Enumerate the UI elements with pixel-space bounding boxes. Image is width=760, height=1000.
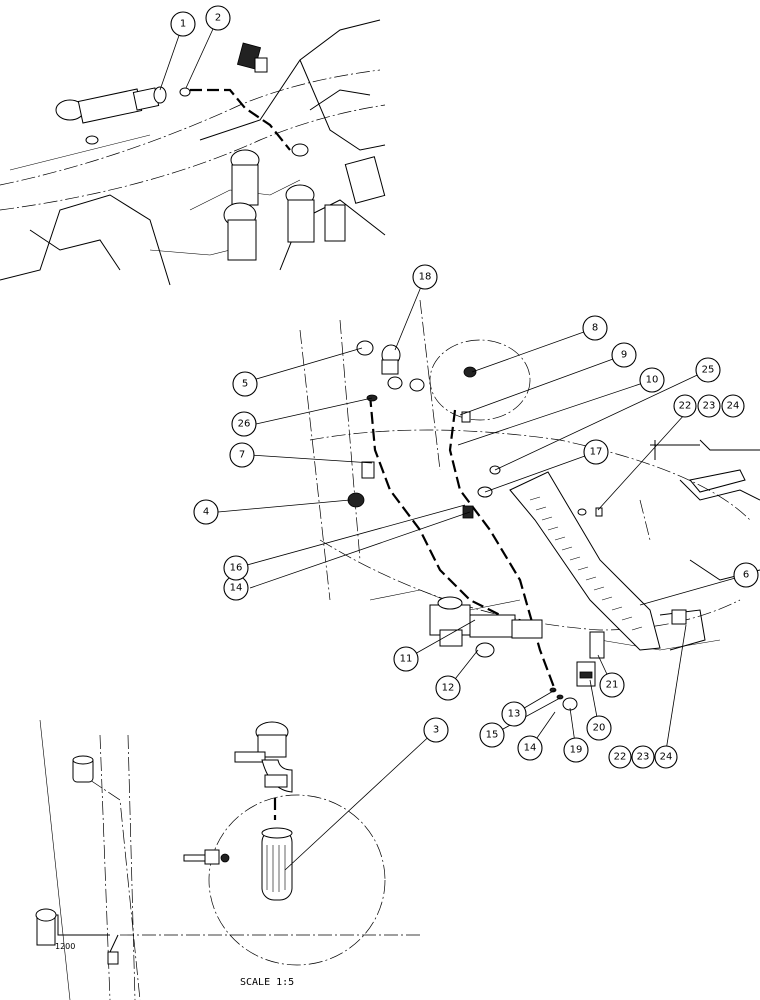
callout-9: 9: [611, 342, 637, 368]
callout-label: 23: [703, 401, 716, 412]
callout-label: 5: [242, 379, 248, 390]
callout-6: 6: [733, 562, 759, 588]
callout-24-lower: 24: [654, 745, 678, 769]
callout-14-lower: 14: [517, 735, 543, 761]
elbow-fittings: [223, 143, 346, 261]
callout-label: 23: [637, 752, 650, 763]
callout-label: 1: [180, 19, 186, 30]
callout-22-lower: 22: [608, 745, 632, 769]
callout-label: 26: [238, 419, 251, 430]
callout-2: 2: [205, 5, 231, 31]
main-valve-cluster: [429, 596, 543, 658]
callout-23-upper: 23: [697, 394, 721, 418]
callout-1: 1: [170, 11, 196, 37]
callout-26: 26: [231, 411, 257, 437]
callout-label: 11: [400, 654, 413, 665]
lower-fittings: [549, 631, 605, 711]
callout-label: 13: [508, 709, 521, 720]
side-fitting: [183, 849, 230, 865]
callout-5: 5: [232, 371, 258, 397]
callout-label: 19: [570, 745, 583, 756]
callout-label: 8: [592, 323, 598, 334]
callout-label: 10: [646, 375, 659, 386]
callout-25: 25: [695, 357, 721, 383]
callout-label: 24: [727, 401, 740, 412]
callout-label: 6: [743, 570, 749, 581]
callout-10: 10: [639, 367, 665, 393]
callout-label: 25: [702, 365, 715, 376]
callout-17: 17: [583, 439, 609, 465]
left-pipe-assembly: [35, 755, 119, 965]
callout-4: 4: [193, 499, 219, 525]
callout-18: 18: [412, 264, 438, 290]
valve-assembly-1: [55, 86, 191, 145]
main-assembly-view: [299, 299, 760, 711]
callout-label: 9: [621, 350, 627, 361]
callout-label: 17: [590, 447, 603, 458]
callout-label: 18: [419, 272, 432, 283]
callout-label: 20: [593, 723, 606, 734]
callout-15: 15: [479, 722, 505, 748]
fill-cap-assembly: [234, 721, 293, 793]
callout-16: 16: [223, 555, 249, 581]
callout-label: 22: [614, 752, 627, 763]
callout-3: 3: [423, 717, 449, 743]
bottom-detail-view: 1200 SCALE 1:5: [35, 719, 420, 1000]
callout-label: 15: [486, 730, 499, 741]
callout-label: 14: [524, 743, 537, 754]
callout-8: 8: [582, 315, 608, 341]
callout-label: 16: [230, 563, 243, 574]
callout-21: 21: [599, 672, 625, 698]
right-bracket: [650, 439, 760, 651]
callout-7: 7: [229, 442, 255, 468]
callout-11: 11: [393, 646, 419, 672]
callout-label: 2: [215, 13, 221, 24]
callout-label: 12: [442, 683, 455, 694]
callout-label: 7: [239, 450, 245, 461]
callout-label: 14: [230, 583, 243, 594]
callout-19: 19: [563, 737, 589, 763]
callout-13: 13: [501, 701, 527, 727]
step-plate: [509, 471, 661, 651]
callout-label: 3: [433, 725, 439, 736]
callout-23-lower: 23: [631, 745, 655, 769]
callout-22-upper: 22: [673, 394, 697, 418]
strainer: [261, 827, 293, 901]
dimension-label: 1200: [55, 942, 75, 951]
callout-label: 22: [679, 401, 692, 412]
callout-label: 4: [203, 507, 209, 518]
callout-label: 24: [660, 752, 673, 763]
scale-label: SCALE 1:5: [240, 977, 294, 988]
small-fittings: [347, 340, 603, 519]
callout-label: 21: [606, 680, 619, 691]
top-detail-view: [0, 19, 386, 286]
callout-12: 12: [435, 675, 461, 701]
callout-24-upper: 24: [721, 394, 745, 418]
callout-20: 20: [586, 715, 612, 741]
